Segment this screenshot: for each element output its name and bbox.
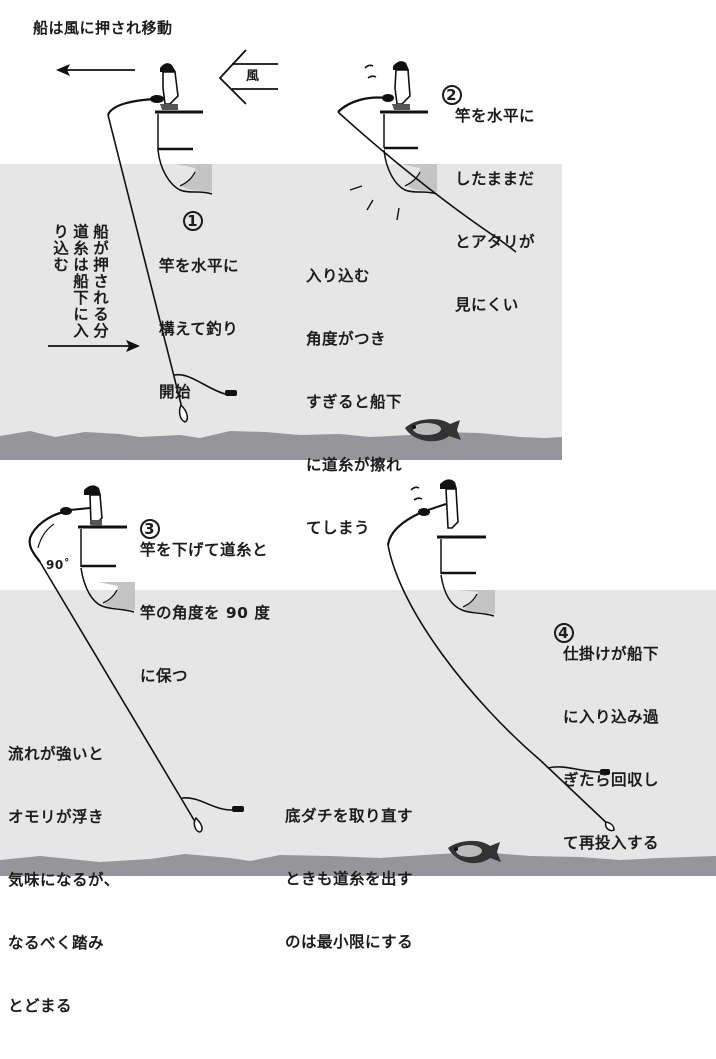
seabed xyxy=(0,431,562,460)
step-2-text: 竿を水平に したままだ とアタリが 見にくい xyxy=(455,107,536,314)
fishing-line-1 xyxy=(107,114,186,421)
step-4-badge: 4 xyxy=(530,602,574,665)
diagram-title: 船は風に押され移動 xyxy=(33,19,173,37)
fishing-line-3 xyxy=(39,561,201,831)
wind-arrow-icon xyxy=(218,49,278,105)
top-panel-illustration xyxy=(0,49,562,460)
seabed xyxy=(0,852,716,876)
fisherman-4-icon xyxy=(410,479,459,529)
angle-arc xyxy=(37,523,55,549)
fishing-line-4 xyxy=(387,544,613,829)
rod-3 xyxy=(28,510,65,563)
right-arrow-icon xyxy=(48,340,140,352)
bottom-panel: 3 竿を下げて道糸と 竿の角度を 90 度 に保つ 90˚ 4 仕掛けが船下 に… xyxy=(0,460,716,1015)
step-3-badge: 3 xyxy=(116,498,160,561)
boat-2 xyxy=(380,110,438,195)
drift-note-text: 船が押される分 道糸は船下に入 り込む xyxy=(51,223,109,340)
sinker-icon xyxy=(604,821,615,832)
fisherman-2-icon xyxy=(364,61,411,110)
step-4-text: 仕掛けが船下 に入り込み過 ぎたら回収し て再投入する xyxy=(563,645,660,852)
step-1-text: 竿を水平に 構えて釣り 開始 xyxy=(159,257,240,401)
bait-icon xyxy=(600,769,610,775)
friction-marks-icon xyxy=(349,185,400,221)
wind-label: 風 xyxy=(246,69,260,84)
bottom-note-text: 底ダチを取り直す ときも道糸を出す のは最小限にする xyxy=(285,807,414,951)
boat-3 xyxy=(78,525,135,613)
fisherman-3-icon xyxy=(60,485,103,526)
fishing-line-2 xyxy=(337,111,517,253)
rod-4 xyxy=(386,512,421,546)
bottom-panel-illustration xyxy=(0,479,716,876)
fisherman-1-icon xyxy=(150,63,179,110)
water-area xyxy=(0,164,562,460)
current-note-text: 流れが強いと オモリが浮き 気味になるが、 なるべく踏み とどまる xyxy=(8,745,120,1015)
sinker-icon xyxy=(178,403,189,423)
rod-2 xyxy=(337,96,387,113)
top-panel: 船は風に押され移動 風 1 竿を水平に 構えて釣り 開始 2 竿を水平に したま… xyxy=(0,0,716,537)
step-3-text: 竿を下げて道糸と 竿の角度を 90 度 に保つ xyxy=(140,541,271,685)
step-2-badge: 2 xyxy=(418,64,462,127)
flounder-icon xyxy=(405,419,461,442)
boat-1 xyxy=(155,110,213,195)
water-area xyxy=(0,590,716,876)
left-arrow-icon xyxy=(56,64,135,76)
step-1-badge: 1 xyxy=(159,190,203,253)
sinker-icon xyxy=(193,816,203,833)
angle-label: 90˚ xyxy=(46,558,71,572)
rod-1 xyxy=(106,97,157,116)
bait-icon xyxy=(232,806,244,812)
boat-4 xyxy=(437,535,495,617)
flounder-icon xyxy=(448,840,501,864)
angle-warning-text: 入り込む 角度がつき すぎると船下 に道糸が擦れ てしまう xyxy=(306,267,403,537)
bait-icon xyxy=(225,390,237,396)
